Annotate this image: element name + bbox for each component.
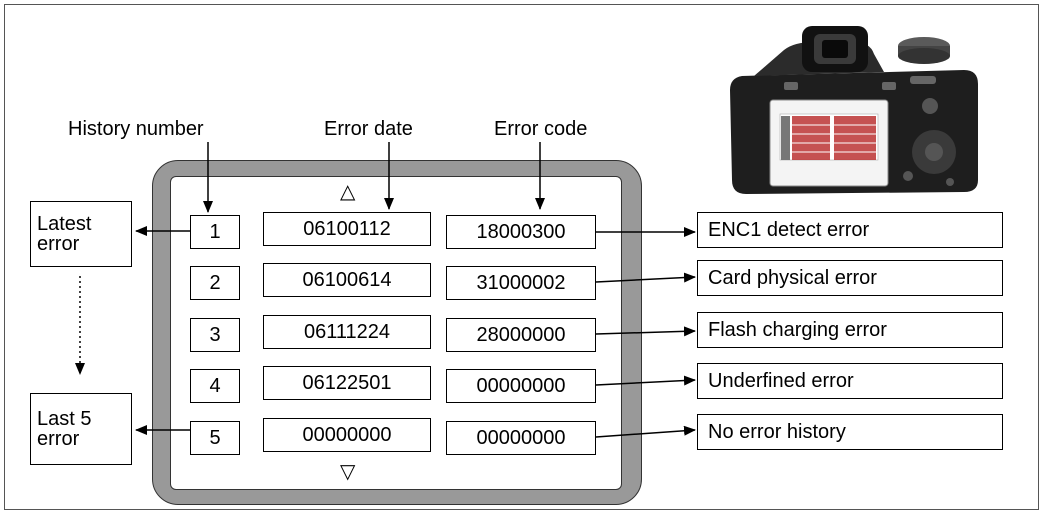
scroll-up-icon: △ [340, 181, 356, 203]
history-number-box: 5 [190, 421, 240, 455]
history-number-box: 2 [190, 266, 240, 300]
error-description-box: Card physical error [697, 260, 1003, 296]
error-date-box: 06100614 [263, 263, 431, 297]
history-number-box: 1 [190, 215, 240, 249]
error-description-box: ENC1 detect error [697, 212, 1003, 248]
last-5-error-label: Last 5 error [30, 393, 132, 465]
error-date-box: 06122501 [263, 366, 431, 400]
error-description-box: No error history [697, 414, 1003, 450]
row-2-description-arrow [595, 272, 696, 283]
row-5-description-arrow [595, 425, 696, 438]
error-date-box: 06111224 [263, 315, 431, 349]
header-error-code: Error code [494, 118, 588, 140]
header-error-date: Error date [324, 118, 413, 140]
error-description-box: Underfined error [697, 363, 1003, 399]
row-4-description-arrow [595, 375, 696, 386]
error-description-box: Flash charging error [697, 312, 1003, 348]
error-code-box: 18000300 [446, 215, 596, 249]
header-history-number: History number [68, 118, 204, 140]
error-date-box: 00000000 [263, 418, 431, 452]
latest-error-label: Latest error [30, 201, 132, 267]
error-code-box: 31000002 [446, 266, 596, 300]
error-date-box: 06100112 [263, 212, 431, 246]
history-number-box: 4 [190, 369, 240, 403]
error-code-box: 00000000 [446, 369, 596, 403]
error-code-box: 28000000 [446, 318, 596, 352]
history-number-box: 3 [190, 318, 240, 352]
error-code-box: 00000000 [446, 421, 596, 455]
camera-back-photo [730, 26, 978, 194]
row-3-description-arrow [595, 326, 696, 337]
scroll-down-icon: ▽ [340, 461, 356, 483]
